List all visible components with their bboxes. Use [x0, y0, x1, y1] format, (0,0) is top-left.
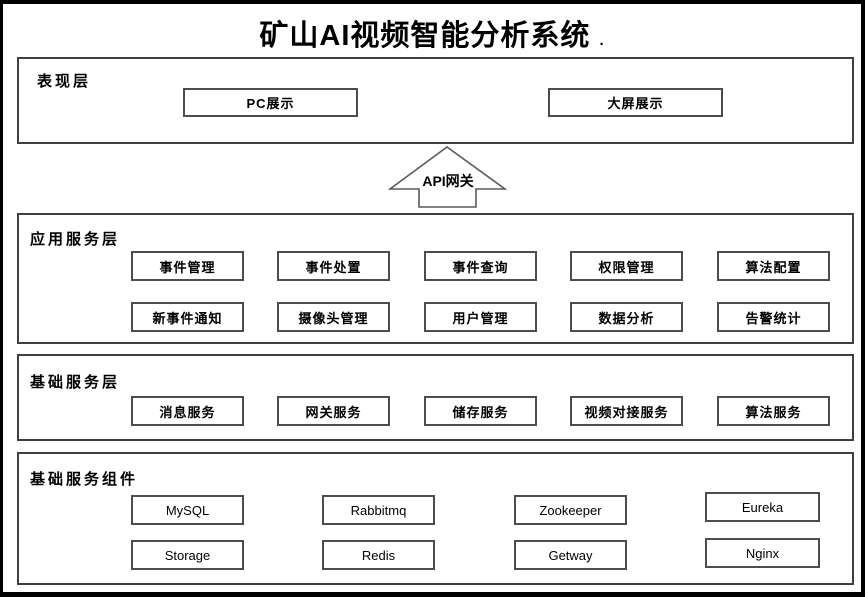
node-algorithm-config: 算法配置: [717, 251, 830, 281]
node-permission-management: 权限管理: [570, 251, 683, 281]
node-gateway-service: 网关服务: [277, 396, 390, 426]
page-title: 矿山AI视频智能分析系统 .: [3, 12, 861, 54]
node-nginx: Nginx: [705, 538, 820, 568]
up-arrow-icon: [388, 146, 508, 208]
node-camera-management: 摄像头管理: [277, 302, 390, 332]
node-mysql: MySQL: [131, 495, 244, 525]
page-title-text: 矿山AI视频智能分析系统: [259, 20, 591, 52]
section-presentation-layer: 表现层 PC展示 大屏展示: [17, 57, 854, 144]
node-algorithm-service: 算法服务: [717, 396, 830, 426]
page-title-suffix: .: [599, 32, 605, 49]
section-basic-service-components-label: 基础服务组件: [30, 471, 139, 488]
node-eureka: Eureka: [705, 492, 820, 522]
node-video-integration-service: 视频对接服务: [570, 396, 683, 426]
node-alarm-statistics: 告警统计: [717, 302, 830, 332]
node-rabbitmq: Rabbitmq: [322, 495, 435, 525]
node-event-management: 事件管理: [131, 251, 244, 281]
section-basic-service-layer-label: 基础服务层: [30, 374, 121, 391]
api-gateway-label: API网关: [422, 173, 474, 189]
node-pc-display: PC展示: [183, 88, 358, 117]
node-getway: Getway: [514, 540, 627, 570]
node-message-service: 消息服务: [131, 396, 244, 426]
api-gateway-arrow: API网关: [388, 145, 508, 209]
node-event-query: 事件查询: [424, 251, 537, 281]
section-application-service-layer: 应用服务层 事件管理 事件处置 事件查询 权限管理 算法配置 新事件通知 摄像头…: [17, 213, 854, 344]
node-zookeeper: Zookeeper: [514, 495, 627, 525]
node-redis: Redis: [322, 540, 435, 570]
node-storage: Storage: [131, 540, 244, 570]
node-user-management: 用户管理: [424, 302, 537, 332]
node-event-handling: 事件处置: [277, 251, 390, 281]
section-basic-service-layer: 基础服务层 消息服务 网关服务 储存服务 视频对接服务 算法服务: [17, 354, 854, 441]
section-basic-service-components: 基础服务组件 MySQL Rabbitmq Zookeeper Eureka S…: [17, 452, 854, 585]
node-data-analysis: 数据分析: [570, 302, 683, 332]
node-storage-service: 储存服务: [424, 396, 537, 426]
node-new-event-notification: 新事件通知: [131, 302, 244, 332]
section-application-service-layer-label: 应用服务层: [30, 231, 121, 248]
section-presentation-layer-label: 表现层: [37, 73, 92, 90]
node-big-screen-display: 大屏展示: [548, 88, 723, 117]
